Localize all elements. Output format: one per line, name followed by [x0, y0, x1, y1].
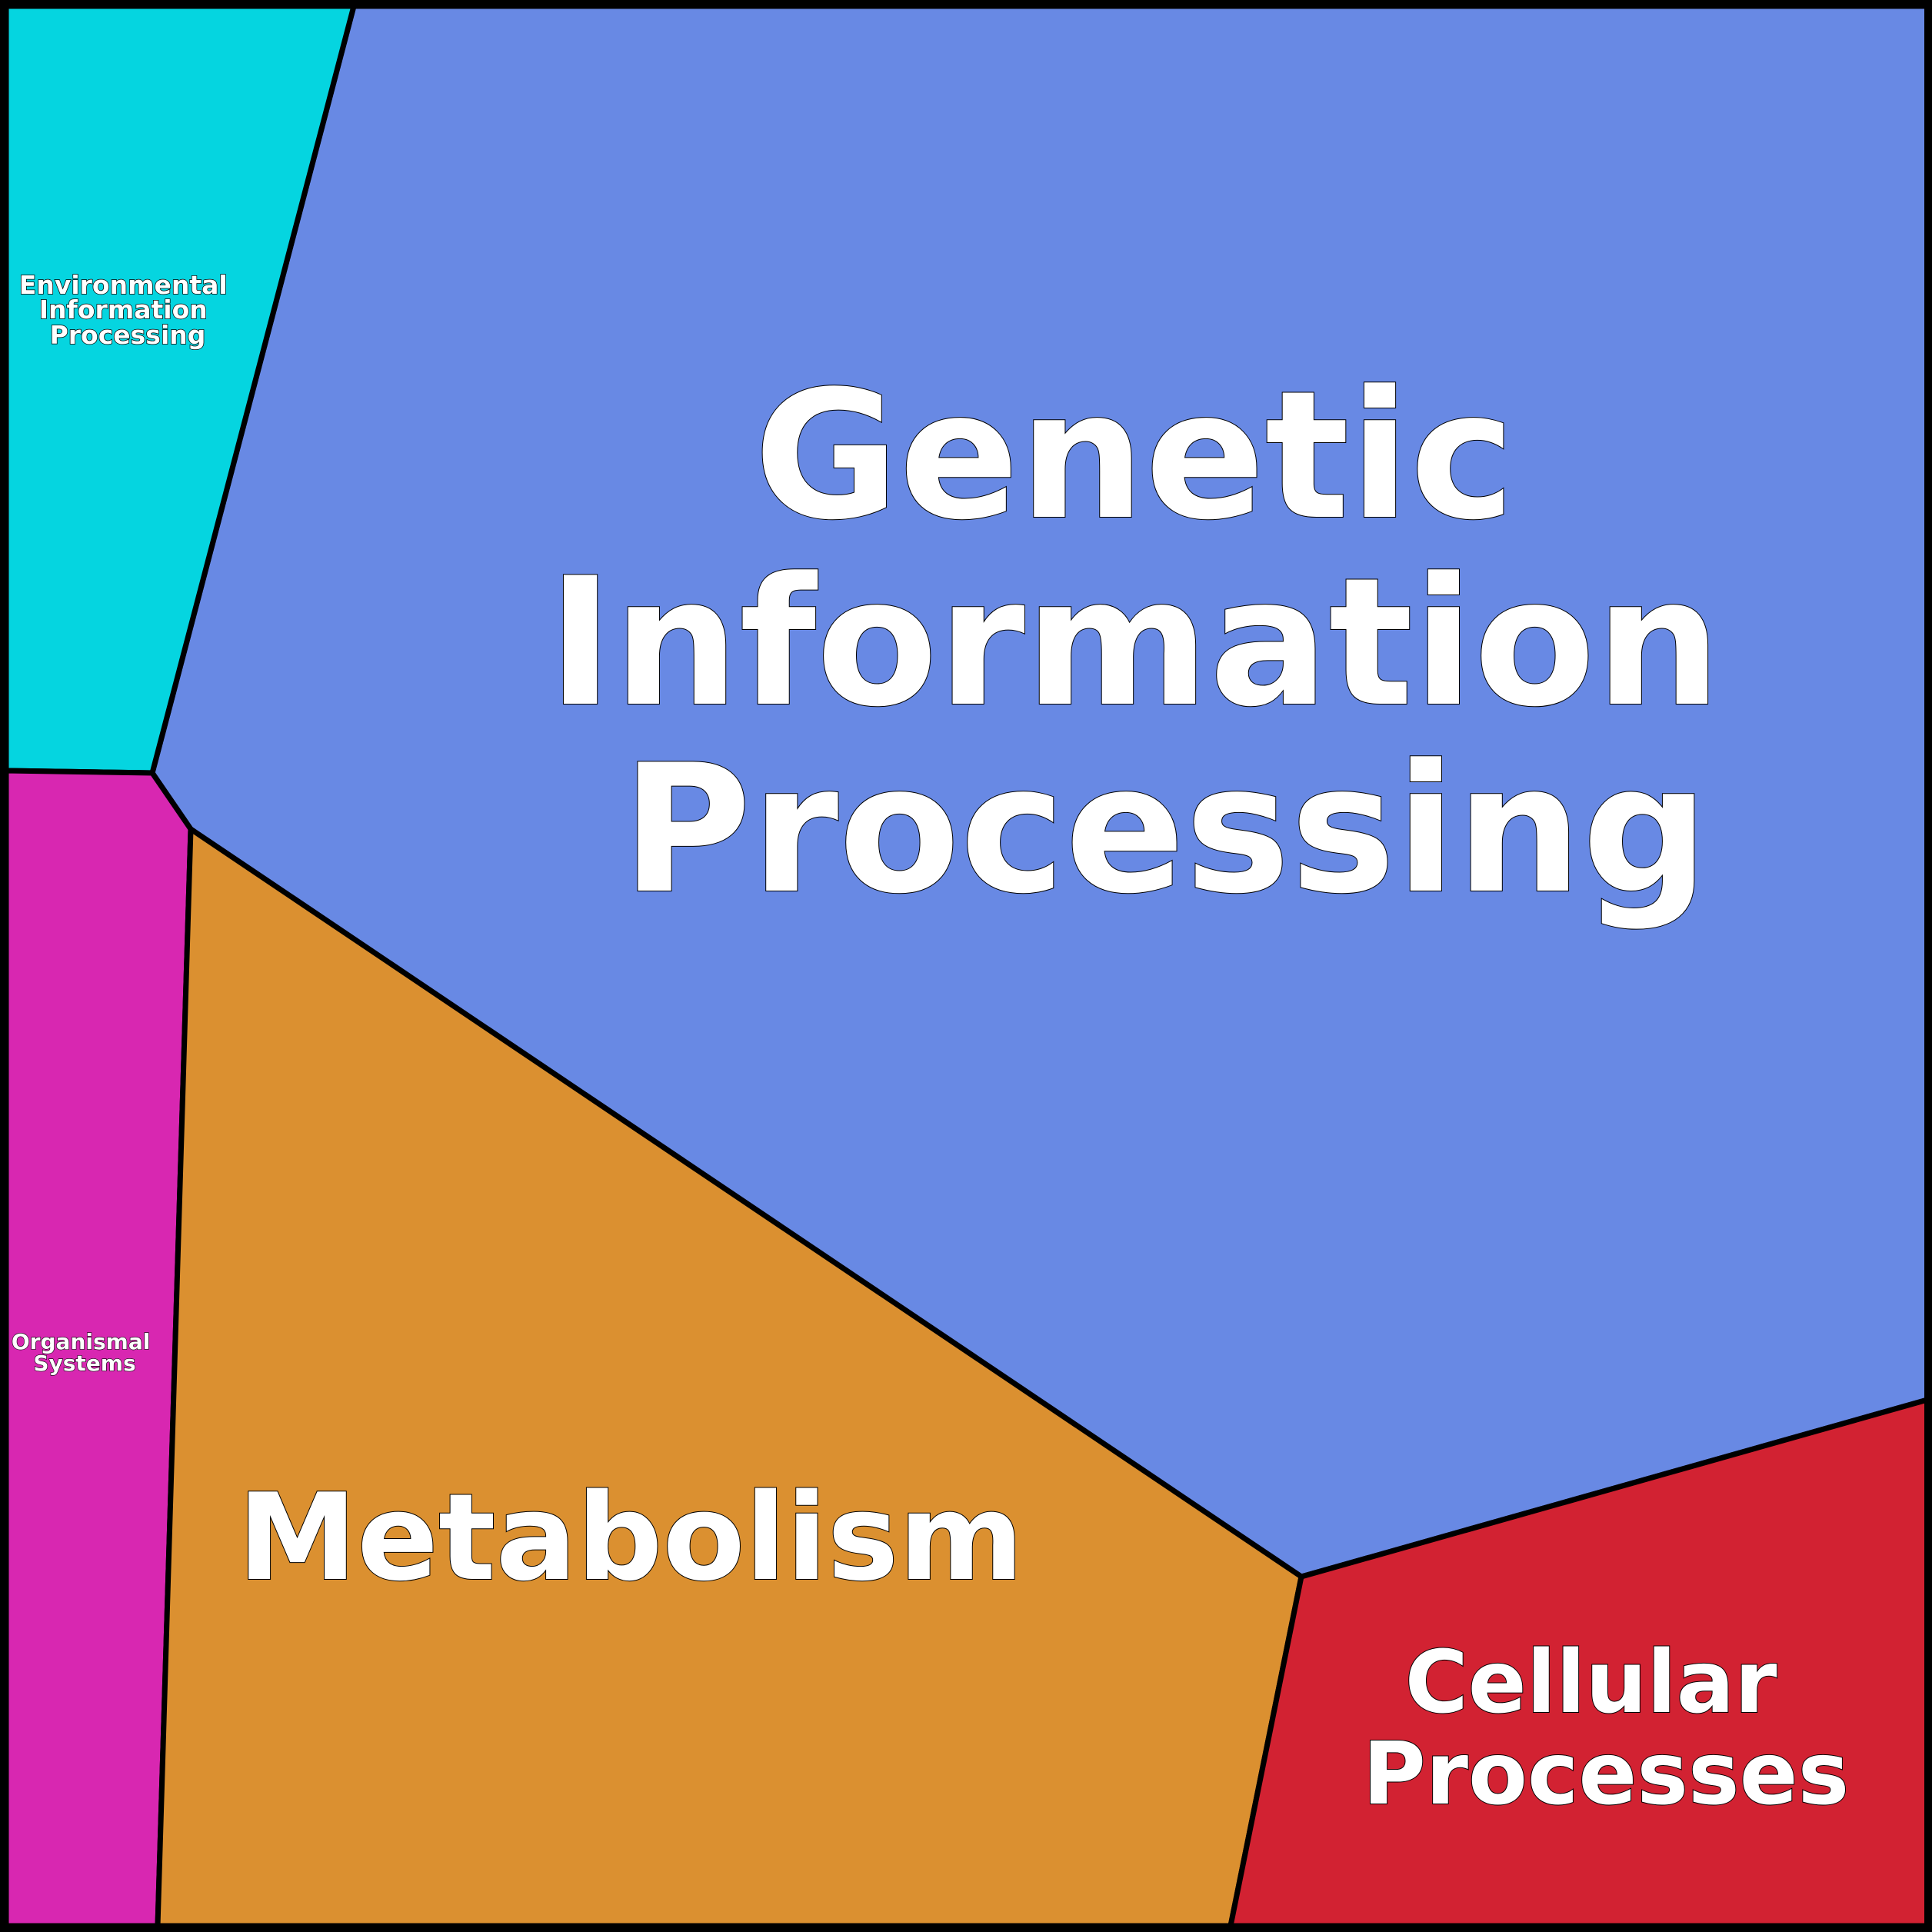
label-cellular-line-2: Processes [1363, 1724, 1850, 1824]
label-cellular-line-1: Cellular [1405, 1633, 1777, 1733]
label-organismal-systems: Organismal Systems [12, 1329, 158, 1376]
label-organismal-line-2: Systems [33, 1351, 135, 1376]
label-environmental-line-3: Processing [50, 320, 206, 350]
label-genetic-information-processing: Genetic Information Processing [548, 354, 1783, 933]
label-cellular-processes: Cellular Processes [1363, 1633, 1850, 1824]
label-genetic-line-3: Processing [621, 728, 1708, 933]
region-cells [3, 3, 1930, 1929]
label-metabolism: Metabolism [238, 1467, 1024, 1607]
label-organismal-line-1: Organismal [12, 1329, 150, 1354]
label-environmental-line-1: Environmental [19, 270, 228, 300]
label-genetic-line-2: Information [548, 541, 1721, 746]
region-labels: Genetic Information Processing Environme… [11, 269, 1850, 1825]
label-genetic-line-1: Genetic [754, 354, 1515, 559]
label-environmental-line-2: Information [39, 295, 208, 325]
label-metabolism-line-1: Metabolism [238, 1467, 1024, 1607]
label-environmental-information-processing: Environmental Information Processing [19, 270, 236, 350]
